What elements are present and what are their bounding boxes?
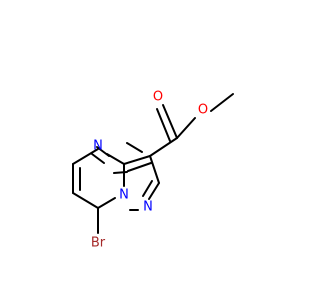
- atom-o-ester: O: [198, 103, 208, 118]
- atom-n-bridge: N: [119, 188, 129, 203]
- bond-c2-n1-double: [142, 180, 153, 197]
- atom-br: Br: [91, 236, 106, 251]
- bond-c3-c2: [149, 155, 160, 184]
- bond-ccarbonyl-ocarbonyl-double: [156, 108, 171, 142]
- atom-n-ring6: N: [93, 139, 103, 154]
- atom-n-pyrazole: N: [143, 200, 153, 215]
- bond-c4a-n4: [106, 153, 125, 165]
- bond-c4a-c3-double: [127, 162, 152, 172]
- molecule-structure: N N N O O Br: [72, 90, 234, 251]
- bond-c6-c7: [72, 192, 99, 209]
- bond-ccarbonyl-ocarbonyl: [162, 104, 178, 139]
- bond-n3-c3a-double: [91, 153, 105, 164]
- bond-c4-n3: [113, 171, 128, 174]
- structure-canvas: N N N O O Br: [72, 89, 234, 251]
- bond-c4a-c3: [123, 155, 151, 165]
- bond-c7-n8: [97, 197, 116, 209]
- bond-ccarbonyl-oester: [176, 117, 196, 139]
- atom-o-carbonyl: O: [153, 90, 163, 105]
- bond-n4-c5: [72, 148, 99, 165]
- bond-c2-n1: [148, 182, 160, 200]
- bond-n4-c4a: [126, 142, 143, 153]
- bond-c3-ccarbonyl: [149, 137, 178, 157]
- bond-oester-methyl: [210, 93, 234, 112]
